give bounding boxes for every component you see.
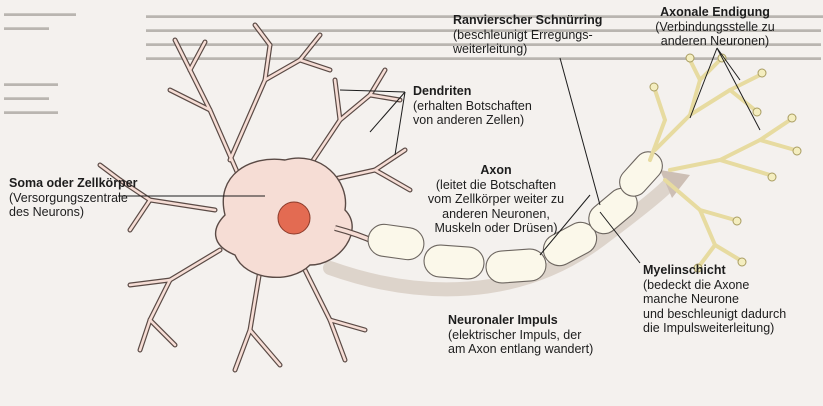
myelin-segments <box>367 151 663 284</box>
label-axonal-endigung: Axonale Endigung (Verbindungsstelle zu a… <box>640 5 790 49</box>
myelin-desc-1: (bedeckt die Axone <box>643 277 750 292</box>
dendrites-fill <box>98 23 412 372</box>
dendriten-title: Dendriten <box>413 84 472 98</box>
ranvier-desc-1: (beschleunigt Erregungs- <box>453 27 593 42</box>
impuls-desc-2: am Axon entlang wandert) <box>448 342 594 356</box>
axon-title: Axon <box>480 163 512 177</box>
impuls-desc-1: (elektrischer Impuls, der <box>448 327 582 342</box>
soma-title: Soma oder Zellkörper <box>9 176 138 190</box>
impuls-title: Neuronaler Impuls <box>448 313 558 327</box>
axonal-desc-2: anderen Neuronen) <box>660 34 770 48</box>
soma-desc-2: des Neurons) <box>9 205 85 219</box>
myelin-desc-4: die Impulsweiterleitung) <box>643 321 775 335</box>
axonal-desc-1: (Verbindungsstelle zu <box>655 19 775 34</box>
ranvier-title: Ranvierscher Schnürring <box>453 13 603 27</box>
myelin-desc-3: und beschleunigt dadurch <box>643 306 787 321</box>
myelin-desc-2: manche Neurone <box>643 292 739 306</box>
label-myelinschicht: Myelinschicht (bedeckt die Axone manche … <box>643 263 786 336</box>
label-soma: Soma oder Zellkörper (Versorgungszentral… <box>9 176 138 220</box>
dendriten-desc-1: (erhalten Botschaften <box>413 98 532 113</box>
label-axon: Axon (leitet die Botschaften vom Zellkör… <box>400 163 592 236</box>
label-dendriten: Dendriten (erhalten Botschaften von ande… <box>413 84 532 128</box>
axon-desc-4: Muskeln oder Drüsen) <box>434 221 558 235</box>
pointer-lines <box>118 47 761 264</box>
background-page-text-right: ▬▬▬▬▬▬▬▬▬▬▬▬▬▬▬▬▬▬▬▬▬▬▬▬▬▬▬▬▬▬▬▬▬▬▬▬▬▬▬▬… <box>146 10 823 62</box>
label-ranvier: Ranvierscher Schnürring (beschleunigt Er… <box>453 13 602 57</box>
axon-terminals <box>648 58 797 267</box>
axon-desc-3: anderen Neuronen, <box>442 206 550 221</box>
ranvier-desc-2: weiterleitung) <box>453 42 528 56</box>
label-neuronaler-impuls: Neuronaler Impuls (elektrischer Impuls, … <box>448 313 593 357</box>
axon-desc-2: vom Zellkörper weiter zu <box>427 192 565 206</box>
dendriten-desc-2: von anderen Zellen) <box>413 113 525 127</box>
impulse-arrow-head <box>660 170 690 198</box>
soma-desc-1: (Versorgungszentrale <box>9 190 128 205</box>
axon-desc-1: (leitet die Botschaften <box>435 177 557 192</box>
axonal-title: Axonale Endigung <box>660 5 770 19</box>
myelin-title: Myelinschicht <box>643 263 726 277</box>
background-page-text: ▬▬▬▬▬▬▬▬▬▬▬▬▬▬▬▬▬▬▬▬▬▬▬▬▬▬▬▬▬▬ <box>4 8 76 116</box>
nucleus <box>277 201 311 235</box>
terminal-knobs <box>649 53 802 273</box>
